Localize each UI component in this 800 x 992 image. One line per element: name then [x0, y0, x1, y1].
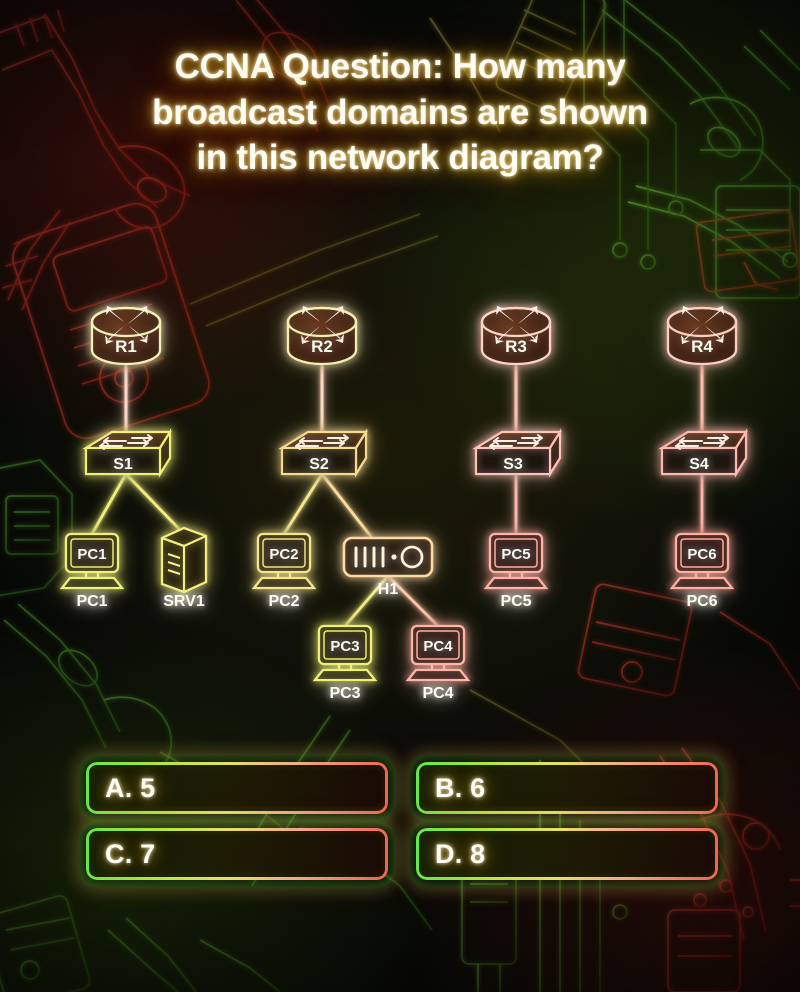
host-pc3[interactable]: PC3 PC3: [312, 624, 378, 702]
host-pc2[interactable]: PC2 PC2: [251, 532, 317, 610]
svg-text:PC3: PC3: [330, 638, 359, 655]
answer-options: A. 5 B. 6 C. 7 D. 8: [86, 762, 718, 880]
host-pc6-caption: PC6: [686, 593, 717, 610]
answer-option-b-label: B. 6: [435, 772, 486, 803]
svg-text:PC6: PC6: [687, 546, 716, 563]
switch-s3[interactable]: S3: [472, 428, 562, 478]
question-title-line-3: in this network diagram?: [196, 138, 604, 177]
host-pc1[interactable]: PC1 PC1: [59, 532, 125, 610]
switch-s2[interactable]: S2: [278, 428, 368, 478]
host-pc5-caption: PC5: [500, 593, 531, 610]
host-h1-caption: H1: [378, 581, 399, 598]
host-pc3-caption: PC3: [329, 685, 360, 702]
link-s2-h1: [320, 472, 374, 540]
switches: S1 S2 S3: [82, 428, 748, 478]
answer-option-d[interactable]: D. 8: [416, 828, 718, 880]
hosts: PC1 PC1 SRV1 PC2 PC2: [59, 526, 735, 702]
question-title-line-2: broadcast domains are shown: [152, 92, 648, 132]
switch-s3-label: S3: [503, 456, 523, 473]
answer-option-a-label: A. 5: [105, 772, 156, 803]
host-pc4[interactable]: PC4 PC4: [405, 624, 471, 702]
answer-option-d-label: D. 8: [435, 838, 486, 869]
svg-text:PC4: PC4: [423, 638, 453, 655]
network-diagram: R1 R2 R3: [0, 282, 800, 722]
answer-option-c-label: C. 7: [105, 838, 156, 869]
host-pc6[interactable]: PC6 PC6: [669, 532, 735, 610]
answer-option-c[interactable]: C. 7: [86, 828, 388, 880]
host-pc1-caption: PC1: [76, 593, 107, 610]
switch-s4-label: S4: [689, 456, 709, 473]
router-r1[interactable]: R1: [90, 306, 162, 366]
router-r3-label: R3: [505, 337, 527, 356]
router-r1-label: R1: [115, 337, 137, 356]
answer-option-b[interactable]: B. 6: [416, 762, 718, 814]
link-s1-pc1: [90, 472, 128, 536]
host-h1[interactable]: H1: [342, 536, 434, 598]
svg-text:PC2: PC2: [269, 546, 298, 563]
host-pc4-caption: PC4: [422, 685, 453, 702]
routers: R1 R2 R3: [90, 306, 738, 366]
router-r3[interactable]: R3: [480, 306, 552, 366]
link-s2-pc2: [282, 472, 324, 536]
svg-text:PC5: PC5: [501, 546, 530, 563]
switch-s2-label: S2: [309, 456, 329, 473]
host-srv1[interactable]: SRV1: [160, 526, 208, 610]
switch-s4[interactable]: S4: [658, 428, 748, 478]
question-title: CCNA Question: How many broadcast domain…: [0, 44, 800, 181]
svg-text:PC1: PC1: [77, 546, 106, 563]
link-s1-srv1: [124, 472, 184, 534]
router-r4-label: R4: [691, 337, 713, 356]
host-srv1-caption: SRV1: [163, 593, 205, 610]
question-title-line-1: CCNA Question: How many: [174, 47, 626, 86]
answer-option-a[interactable]: A. 5: [86, 762, 388, 814]
switch-s1-label: S1: [113, 456, 133, 473]
host-pc5[interactable]: PC5 PC5: [483, 532, 549, 610]
host-pc2-caption: PC2: [268, 593, 299, 610]
switch-s1[interactable]: S1: [82, 428, 172, 478]
router-r2-label: R2: [311, 337, 333, 356]
router-r2[interactable]: R2: [286, 306, 358, 366]
router-r4[interactable]: R4: [666, 306, 738, 366]
